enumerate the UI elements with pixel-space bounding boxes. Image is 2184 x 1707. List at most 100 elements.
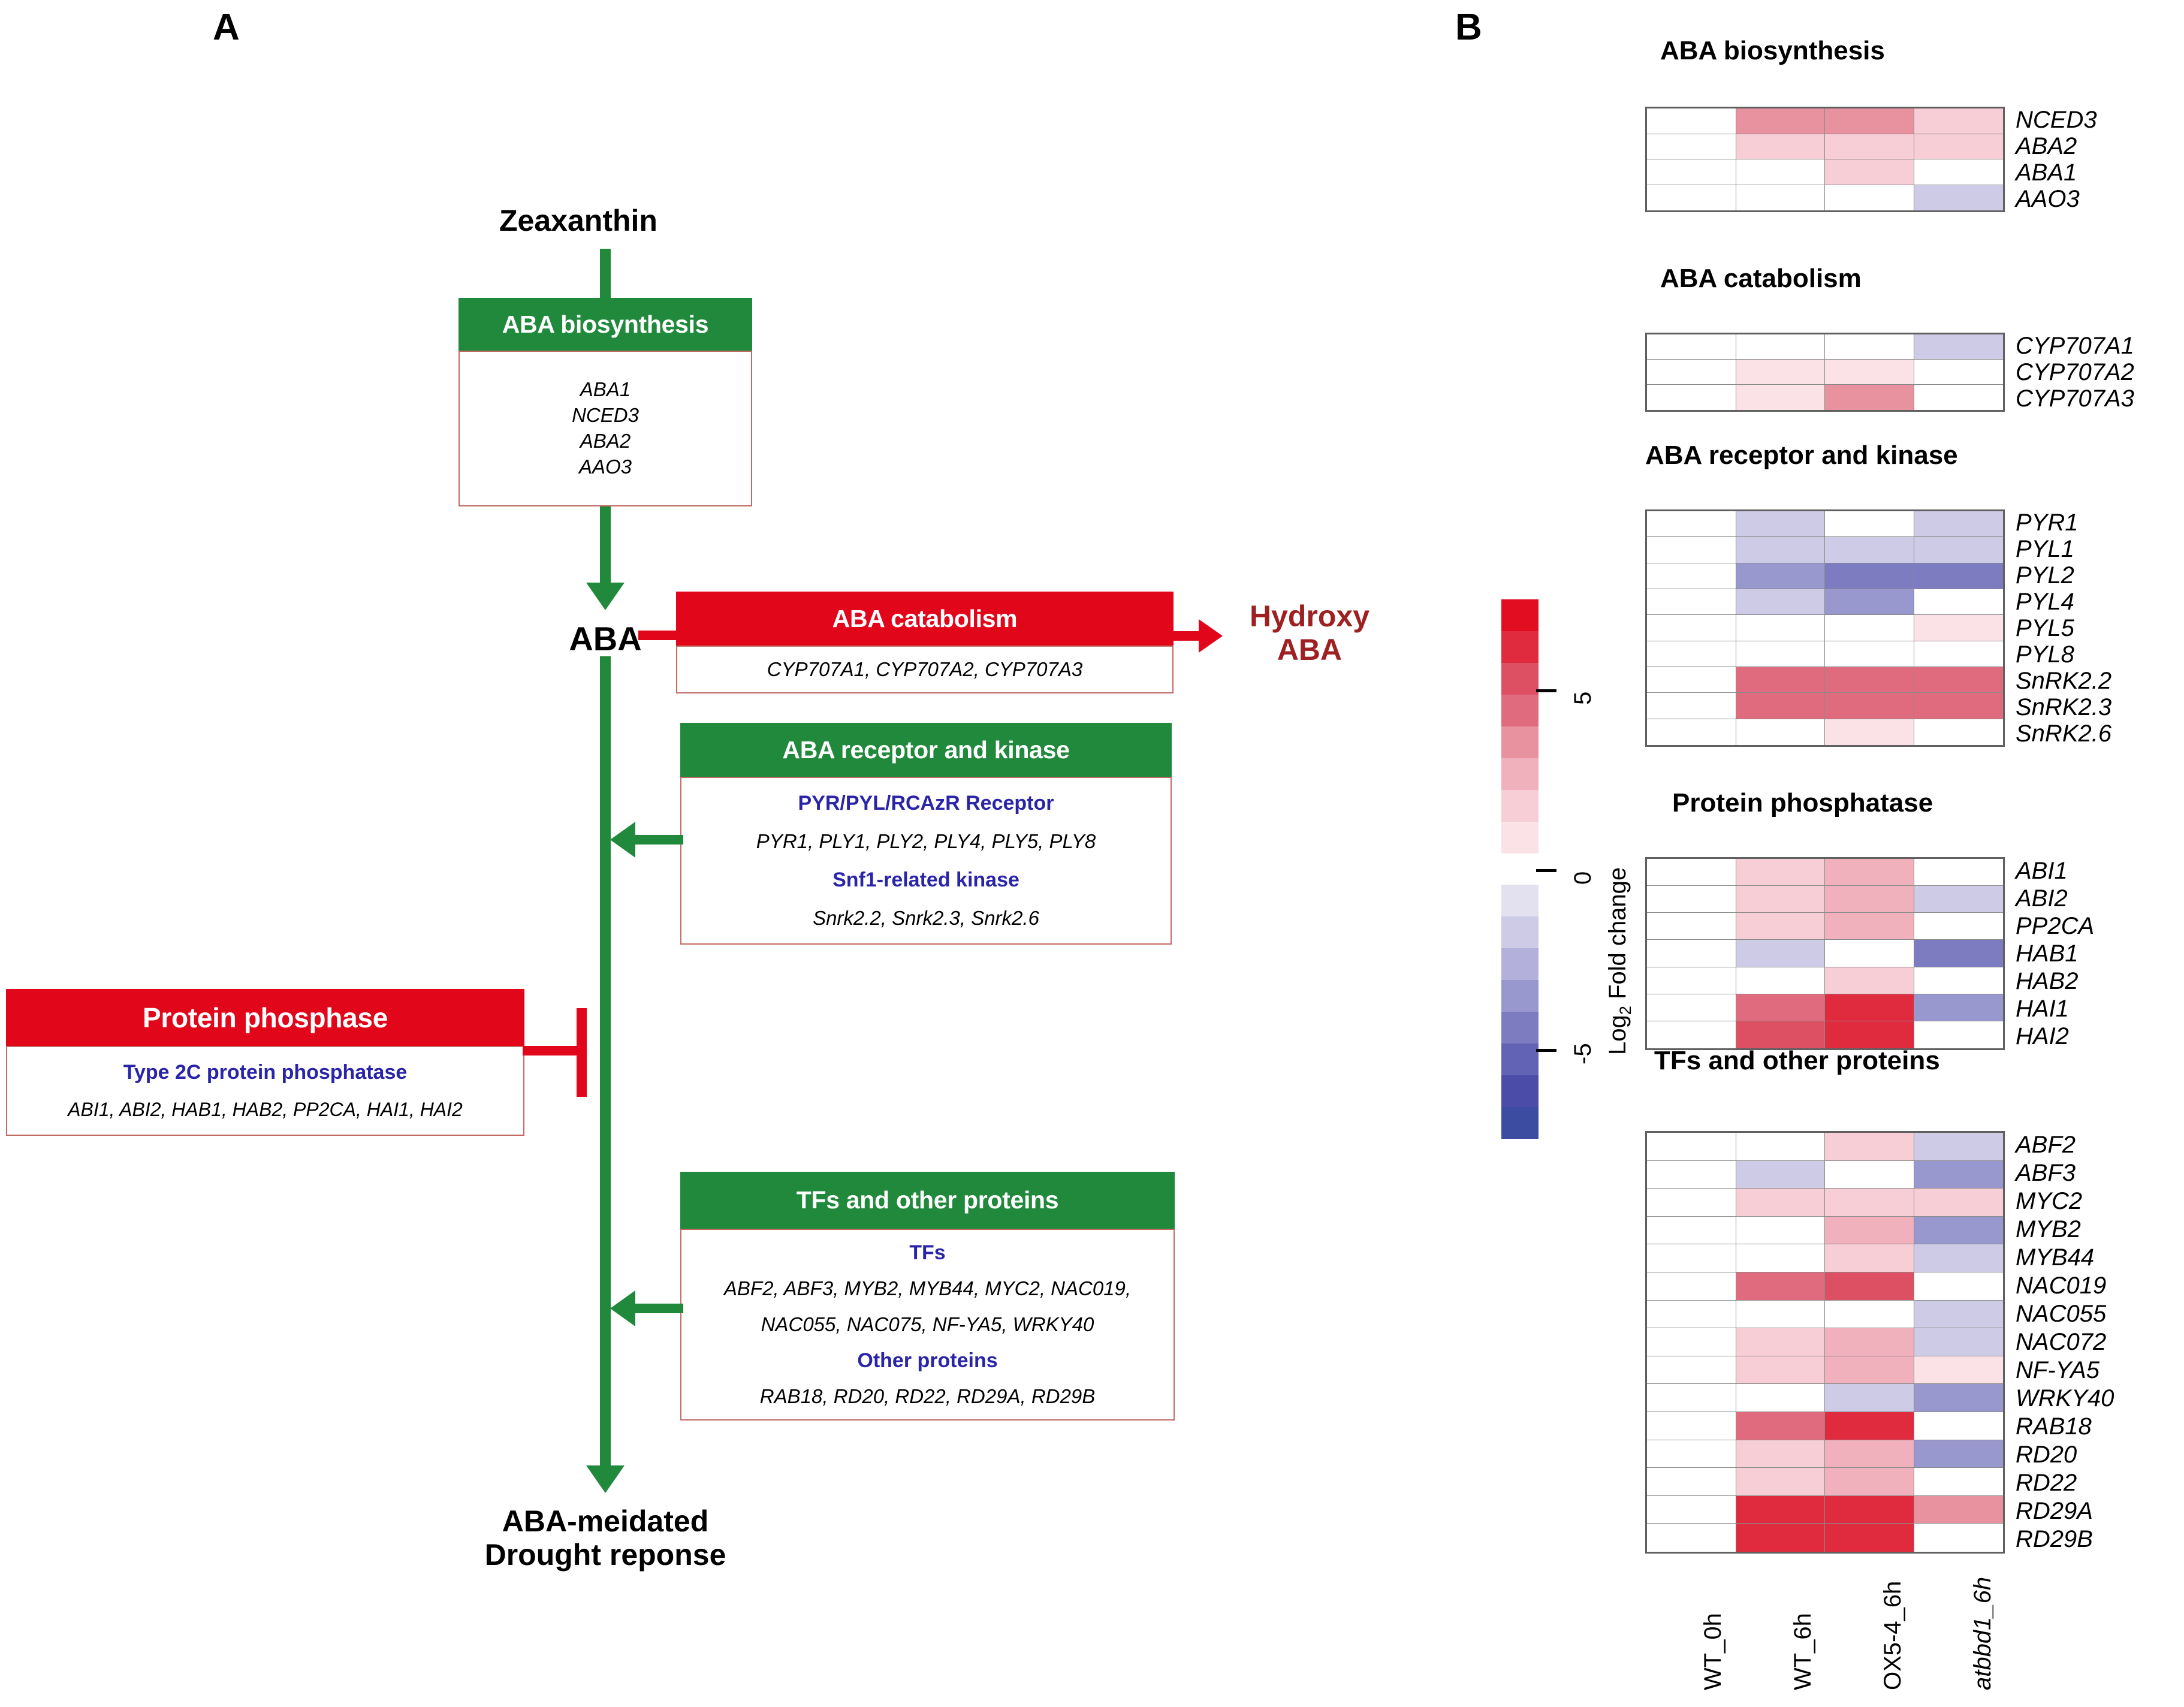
heatmap-cell: [1914, 1468, 2003, 1496]
heatmap-cell: [1825, 1412, 1914, 1440]
colorbar-segment: [1501, 1075, 1539, 1107]
heatmap-cell: [1647, 537, 1736, 563]
connector-biosynthesis-to-aba: [600, 506, 611, 584]
heatmap-cell: [1914, 940, 2003, 967]
colorbar-segment: [1501, 885, 1539, 917]
heatmap-cell: [1647, 666, 1736, 693]
heatmap-cell: [1736, 1272, 1825, 1301]
heatmap-column-label: OX5-4_6h: [1880, 1581, 1906, 1690]
heatmap-cell: [1647, 589, 1736, 616]
protein-phosphase-body: Type 2C protein phosphatase ABI1, ABI2, …: [6, 1046, 524, 1136]
heatmap-cell: [1914, 537, 2003, 563]
heatmap-cell: [1914, 994, 2003, 1021]
gene-item: ABI1, ABI2, HAB1, HAB2, PP2CA, HAI1, HAI…: [68, 1099, 463, 1121]
arrow-left-icon: [610, 1290, 635, 1326]
gene-item: PYR1, PLY1, PLY2, PLY4, PLY5, PLY8: [756, 830, 1096, 852]
colorbar-segment: [1501, 821, 1539, 854]
colorbar-segment: [1501, 916, 1539, 949]
heatmap-cell: [1825, 1021, 1914, 1048]
heatmap-cell: [1647, 1021, 1736, 1048]
connector-catabolism-to-hydroxy: [1172, 631, 1200, 641]
gene-item: NAC055, NAC075, NF-YA5, WRKY40: [761, 1313, 1094, 1335]
panel-a-letter: A: [213, 7, 240, 48]
heatmap-cell: [1825, 1244, 1914, 1272]
connector-receptor-to-main: [635, 835, 683, 845]
heatmap-cell: [1647, 641, 1736, 667]
heatmap-grid: [1645, 107, 2005, 212]
heatmap-cell: [1914, 641, 2003, 667]
heatmap-cell: [1736, 1216, 1825, 1245]
heatmap-cell: [1647, 1216, 1736, 1245]
heatmap-title: TFs and other proteins: [1654, 1046, 1940, 1075]
aba-biosynthesis-body: ABA1 NCED3 ABA2 AAO3: [458, 351, 752, 506]
arrow-left-icon: [610, 822, 635, 858]
heatmap-cell: [1825, 159, 1914, 185]
heatmap-cell: [1647, 1328, 1736, 1356]
heatmap-cell: [1914, 159, 2003, 185]
heatmap-cell: [1914, 1384, 2003, 1412]
heatmap-cell: [1825, 134, 1914, 159]
heatmap-cell: [1647, 108, 1736, 134]
heatmap-column-label: atbbd1_6h: [1969, 1576, 1996, 1690]
heatmap-cell: [1736, 1440, 1825, 1468]
heatmap-cell: [1914, 134, 2003, 159]
heatmap-cell: [1647, 1244, 1736, 1272]
heatmap-cell: [1914, 666, 2003, 693]
colorbar-segment: [1501, 631, 1539, 663]
heatmap-cell: [1914, 1189, 2003, 1217]
heatmap-cell: [1736, 666, 1825, 693]
gene-item: CYP707A1, CYP707A2, CYP707A3: [767, 658, 1083, 680]
heatmap-cell: [1736, 886, 1825, 913]
heatmap-cell: [1736, 537, 1825, 563]
colorbar-segment: [1501, 853, 1539, 885]
arrow-down-icon: [586, 583, 625, 610]
heatmap-cell: [1914, 913, 2003, 940]
heatmap-cell: [1914, 1412, 2003, 1440]
heatmap-cell: [1647, 967, 1736, 994]
colorbar-tick-label: 5: [1570, 691, 1596, 705]
arrow-right-icon: [1199, 619, 1223, 653]
heatmap-cell: [1825, 666, 1914, 693]
heatmap-cell: [1825, 1524, 1914, 1552]
heatmap-cell: [1825, 1272, 1914, 1301]
heatmap-cell: [1736, 1244, 1825, 1272]
heatmap-cell: [1647, 134, 1736, 159]
heatmap-cell: [1647, 563, 1736, 589]
heatmap-cell: [1825, 859, 1914, 886]
heatmap-cell: [1647, 719, 1736, 745]
heatmap-cell: [1825, 385, 1914, 410]
heatmap-cell: [1736, 1021, 1825, 1048]
protein-phosphase-header: Protein phosphase: [6, 989, 524, 1046]
heatmap-cell: [1647, 1272, 1736, 1301]
heatmap-cell: [1825, 589, 1914, 616]
heatmap-cell: [1736, 1495, 1825, 1524]
heatmap-cell: [1647, 886, 1736, 913]
heatmap-cell: [1914, 589, 2003, 616]
heatmap-title: ABA receptor and kinase: [1645, 441, 1958, 470]
aba-receptor-kinase-body: PYR/PYL/RCAzR Receptor PYR1, PLY1, PLY2,…: [680, 777, 1172, 945]
heatmap-cell: [1825, 334, 1914, 360]
heatmap-cell: [1825, 994, 1914, 1021]
heatmap-cell: [1736, 385, 1825, 410]
heatmap-cell: [1647, 859, 1736, 886]
heatmap-cell: [1736, 1384, 1825, 1412]
heatmap-cell: [1825, 1468, 1914, 1496]
heatmap-cell: [1914, 1356, 2003, 1385]
heatmap-cell: [1825, 1495, 1914, 1524]
heatmap-cell: [1914, 334, 2003, 360]
heatmap-cell: [1825, 615, 1914, 641]
heatmap-cell: [1825, 1160, 1914, 1189]
gene-item: ABA1: [580, 378, 631, 401]
heatmap-cell: [1914, 1244, 2003, 1272]
gene-item: NCED3: [572, 404, 639, 427]
heatmap-cell: [1825, 563, 1914, 589]
heatmap-cell: [1647, 1524, 1736, 1552]
colorbar-segment: [1501, 726, 1539, 758]
heatmap-cell: [1647, 1189, 1736, 1217]
colorbar-tick: [1536, 689, 1556, 692]
heatmap-cell: [1914, 108, 2003, 134]
heatmap-cell: [1914, 1021, 2003, 1048]
heatmap-cell: [1647, 1384, 1736, 1412]
heatmap-cell: [1914, 511, 2003, 538]
heatmap-cell: [1914, 719, 2003, 745]
